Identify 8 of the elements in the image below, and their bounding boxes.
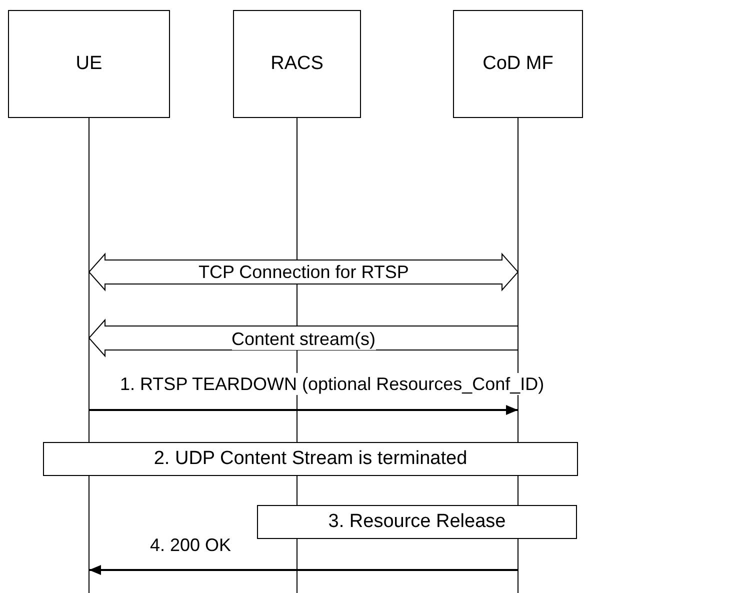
process-box: 2. UDP Content Stream is terminated xyxy=(43,442,578,476)
message-arrow xyxy=(89,565,518,575)
process-box: 3. Resource Release xyxy=(257,505,577,539)
edge-label: 1. RTSP TEARDOWN (optional Resources_Conf_ID) xyxy=(120,373,544,395)
participant-box: UE xyxy=(8,10,170,118)
message-arrow xyxy=(89,405,518,415)
participant-box: CoD MF xyxy=(453,10,583,118)
participant-box: RACS xyxy=(233,10,361,118)
